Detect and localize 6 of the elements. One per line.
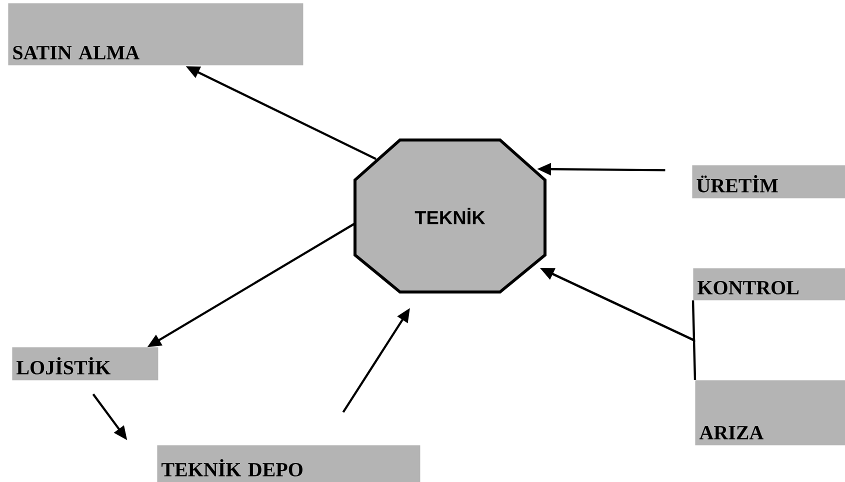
label-box: SATIN ALMA bbox=[8, 3, 304, 66]
label-box: LOJİSTİK bbox=[12, 347, 158, 380]
label-box: ÜRETİM bbox=[692, 165, 845, 198]
label-box: KONTROL bbox=[693, 268, 845, 300]
label-box: ARIZA bbox=[695, 380, 845, 446]
label-box: TEKNİK DEPO bbox=[157, 445, 420, 482]
